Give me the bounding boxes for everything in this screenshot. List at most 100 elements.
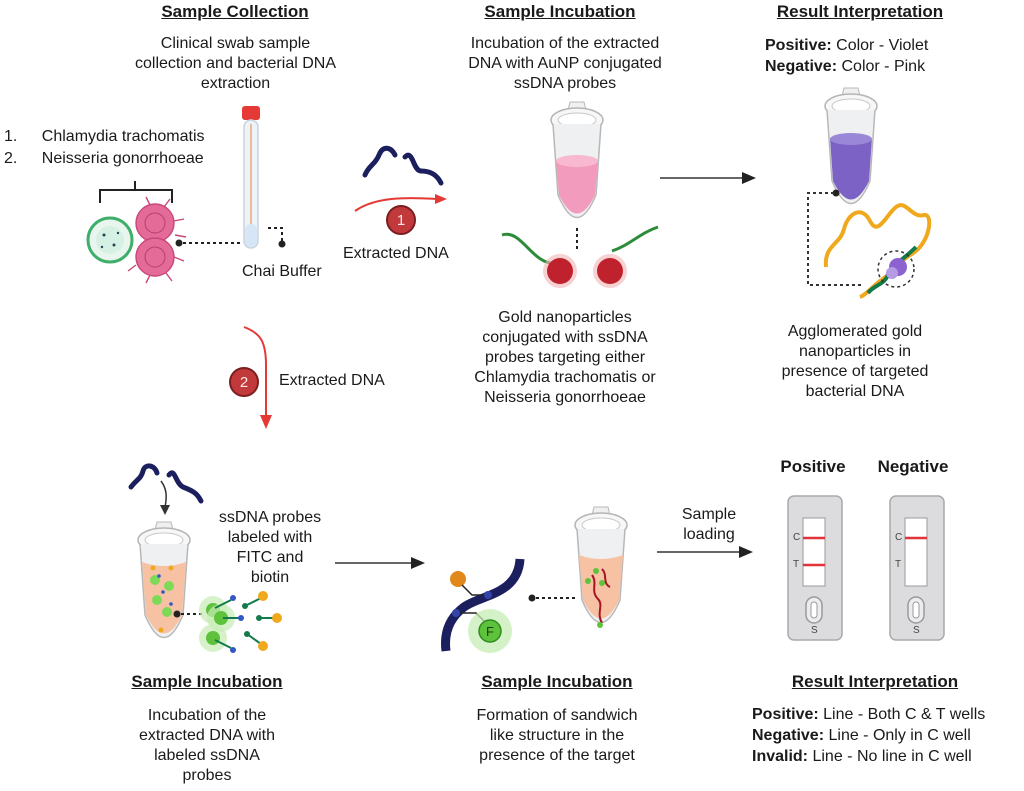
violet-tube-icon bbox=[824, 87, 878, 204]
rule-invalid: Invalid: Line - No line in C well bbox=[752, 746, 985, 767]
sample-loading-line: Sample bbox=[681, 506, 737, 523]
step2-badge: 2 bbox=[229, 367, 259, 397]
test-cassette-icon bbox=[889, 495, 945, 641]
pathogen-item-1: 1. Chlamydia trachomatis bbox=[4, 128, 205, 146]
bacteria-illustration bbox=[86, 181, 187, 284]
rule-key: Positive: bbox=[765, 37, 832, 54]
chlamydia-cell-icon bbox=[86, 216, 134, 264]
caption-line: probes targeting either bbox=[484, 349, 646, 366]
step1-badge: 1 bbox=[386, 205, 416, 235]
pathogen-number: 2. bbox=[4, 150, 18, 167]
sandwich-incubation-title: Sample Incubation bbox=[481, 672, 633, 691]
swab-tube-icon bbox=[242, 106, 286, 249]
sandwich-complex-icon: F bbox=[441, 558, 525, 653]
caption-line: Neisseria gonorrhoeae bbox=[484, 389, 646, 406]
desc-line: Incubation of the bbox=[147, 707, 267, 724]
strip-heading-negative: Negative bbox=[877, 457, 949, 476]
sample-loading-label: Sample loading bbox=[664, 505, 754, 545]
pathogen-item-2: 2. Neisseria gonorrhoeae bbox=[4, 150, 204, 168]
connector-dotted-line bbox=[175, 239, 241, 247]
aunp-incubation-description: Incubation of the extracted DNA with AuN… bbox=[460, 34, 670, 94]
labeled-incubation-description: Incubation of the extracted DNA with lab… bbox=[112, 706, 302, 786]
bracket-icon bbox=[99, 181, 173, 203]
desc-line: labeled ssDNA bbox=[154, 747, 260, 764]
probe-label: ssDNA probes labeled with FITC and bioti… bbox=[205, 508, 335, 588]
desc-line: Formation of sandwich bbox=[476, 707, 638, 724]
rule-value: Line - Only in C well bbox=[828, 727, 971, 744]
pathogen-name: Chlamydia trachomatis bbox=[41, 128, 205, 145]
desc-line: like structure in the bbox=[489, 727, 625, 744]
step1-arrow bbox=[354, 197, 438, 212]
rule-key: Positive: bbox=[752, 706, 819, 723]
rule-negative: Negative: Color - Pink bbox=[765, 56, 928, 77]
color-result-rules: Positive: Color - Violet Negative: Color… bbox=[765, 35, 928, 77]
labeled-incubation-title: Sample Incubation bbox=[131, 672, 283, 691]
rule-key: Negative: bbox=[752, 727, 825, 744]
lateral-flow-rules: Positive: Line - Both C & T wells Negati… bbox=[752, 704, 985, 767]
desc-line: extraction bbox=[200, 75, 271, 92]
gonorrhoeae-cell-icon bbox=[127, 196, 187, 284]
strip-negative: C T S bbox=[889, 495, 949, 648]
probe-label-line: ssDNA probes bbox=[218, 509, 322, 526]
agglomeration-illustration bbox=[807, 189, 932, 299]
pathogen-name: Neisseria gonorrhoeae bbox=[41, 150, 204, 167]
strip-heading-positive: Positive bbox=[780, 457, 846, 476]
rule-positive: Positive: Color - Violet bbox=[765, 35, 928, 56]
test-label: T bbox=[793, 559, 800, 570]
desc-line: collection and bacterial DNA bbox=[135, 55, 336, 72]
sample-collection-description: Clinical swab sample collection and bact… bbox=[118, 34, 353, 94]
probe-label-line: labeled with bbox=[227, 529, 313, 546]
nanoparticle-caption: Gold nanoparticles conjugated with ssDNA… bbox=[455, 308, 675, 408]
caption-line: nanoparticles in bbox=[798, 343, 912, 360]
probe-label-line: biotin bbox=[250, 569, 290, 586]
rule-negative: Negative: Line - Only in C well bbox=[752, 725, 985, 746]
desc-line: Clinical swab sample bbox=[160, 35, 311, 52]
pink-tube-icon bbox=[550, 101, 604, 252]
agglomeration-caption: Agglomerated gold nanoparticles in prese… bbox=[760, 322, 950, 402]
caption-line: presence of targeted bbox=[781, 363, 929, 380]
arrow-to-color-result bbox=[660, 172, 756, 184]
rule-positive: Positive: Line - Both C & T wells bbox=[752, 704, 985, 725]
rule-value: Line - Both C & T wells bbox=[823, 706, 986, 723]
gold-nanoparticles-icon bbox=[501, 225, 659, 288]
sample-well-label: S bbox=[913, 625, 920, 636]
rule-key: Negative: bbox=[765, 58, 838, 75]
aunp-incubation-title: Sample Incubation bbox=[484, 2, 636, 21]
desc-line: ssDNA probes bbox=[513, 75, 617, 92]
test-cassette-icon bbox=[787, 495, 843, 641]
probe-label-line: FITC and bbox=[236, 549, 304, 566]
strip-positive: C T S bbox=[787, 495, 847, 648]
control-label: C bbox=[895, 532, 903, 543]
step1-label: Extracted DNA bbox=[343, 245, 449, 262]
arrow-to-sandwich bbox=[335, 557, 425, 569]
desc-line: presence of the target bbox=[479, 747, 635, 764]
control-label: C bbox=[793, 532, 801, 543]
rule-value: Color - Pink bbox=[841, 58, 926, 75]
sandwich-incubation-description: Formation of sandwich like structure in … bbox=[452, 706, 662, 766]
desc-line: extracted DNA with bbox=[138, 727, 276, 744]
rule-value: Line - No line in C well bbox=[812, 748, 972, 765]
sample-loading-line: loading bbox=[683, 526, 735, 543]
desc-line: DNA with AuNP conjugated bbox=[468, 55, 662, 72]
caption-line: Chlamydia trachomatis or bbox=[474, 369, 656, 386]
dna-strand-icon bbox=[128, 463, 204, 515]
peach-sandwich-tube-icon bbox=[574, 506, 628, 628]
sample-collection-title: Sample Collection bbox=[161, 2, 309, 21]
caption-line: bacterial DNA bbox=[805, 383, 905, 400]
dna-strand-icon bbox=[354, 145, 447, 212]
arrow-to-lateral-flow bbox=[657, 546, 753, 558]
fitc-biotin-probes-icon bbox=[173, 591, 282, 653]
step2-arrow bbox=[243, 326, 272, 429]
sample-well-label: S bbox=[811, 625, 818, 636]
fitc-label: F bbox=[486, 624, 494, 639]
color-result-title: Result Interpretation bbox=[776, 2, 944, 21]
buffer-label: Chai Buffer bbox=[242, 263, 322, 280]
pathogen-number: 1. bbox=[4, 128, 18, 145]
desc-line: Incubation of the extracted bbox=[470, 35, 660, 52]
desc-line: probes bbox=[182, 767, 232, 784]
test-label: T bbox=[895, 559, 902, 570]
caption-line: Gold nanoparticles bbox=[498, 309, 632, 326]
rule-value: Color - Violet bbox=[836, 37, 929, 54]
step2-label: Extracted DNA bbox=[279, 372, 385, 389]
rule-key: Invalid: bbox=[752, 748, 809, 765]
